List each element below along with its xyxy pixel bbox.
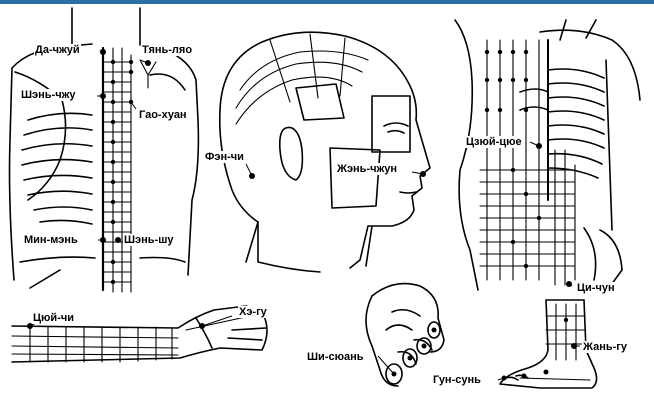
acupuncture-point-markers bbox=[27, 49, 577, 381]
label-da-chzhuy: Да-чжуй bbox=[34, 44, 81, 56]
label-min-men: Мин-мэнь bbox=[23, 234, 79, 246]
label-tsi-chun: Ци-чун bbox=[576, 282, 616, 294]
label-tyan-lyao: Тянь-ляо bbox=[141, 44, 194, 56]
label-shen-shu: Шэнь-шу bbox=[123, 234, 175, 246]
hand-figure bbox=[365, 282, 445, 387]
back-meridian-grid bbox=[102, 47, 157, 293]
label-fen-chi: Фэн-чи bbox=[204, 151, 245, 163]
label-shi-syuan: Ши-сюань bbox=[306, 351, 365, 363]
header-bar bbox=[0, 0, 654, 4]
back-figure bbox=[8, 7, 200, 292]
head-figure bbox=[218, 31, 431, 273]
label-shen-chzhu: Шэнь-чжу bbox=[20, 89, 77, 101]
label-zhan-gu: Жань-гу bbox=[582, 341, 628, 353]
label-tszyuy-tsyue: Цзюй-цюе bbox=[465, 136, 523, 148]
label-zhen-chzhun: Жэнь-чжун bbox=[336, 163, 399, 175]
label-gun-sun: Гун-сунь bbox=[432, 374, 482, 386]
torso-figure bbox=[454, 19, 641, 293]
label-gao-huan: Гао-хуан bbox=[138, 109, 188, 121]
label-tsyuy-chi: Цюй-чи bbox=[32, 312, 76, 324]
torso-meridian-grid bbox=[479, 39, 576, 286]
arm-meridian-grid bbox=[11, 315, 251, 363]
foot-meridian-grid bbox=[519, 303, 591, 381]
label-he-gu: Хэ-гу bbox=[238, 306, 268, 318]
arm-figure bbox=[11, 305, 268, 363]
